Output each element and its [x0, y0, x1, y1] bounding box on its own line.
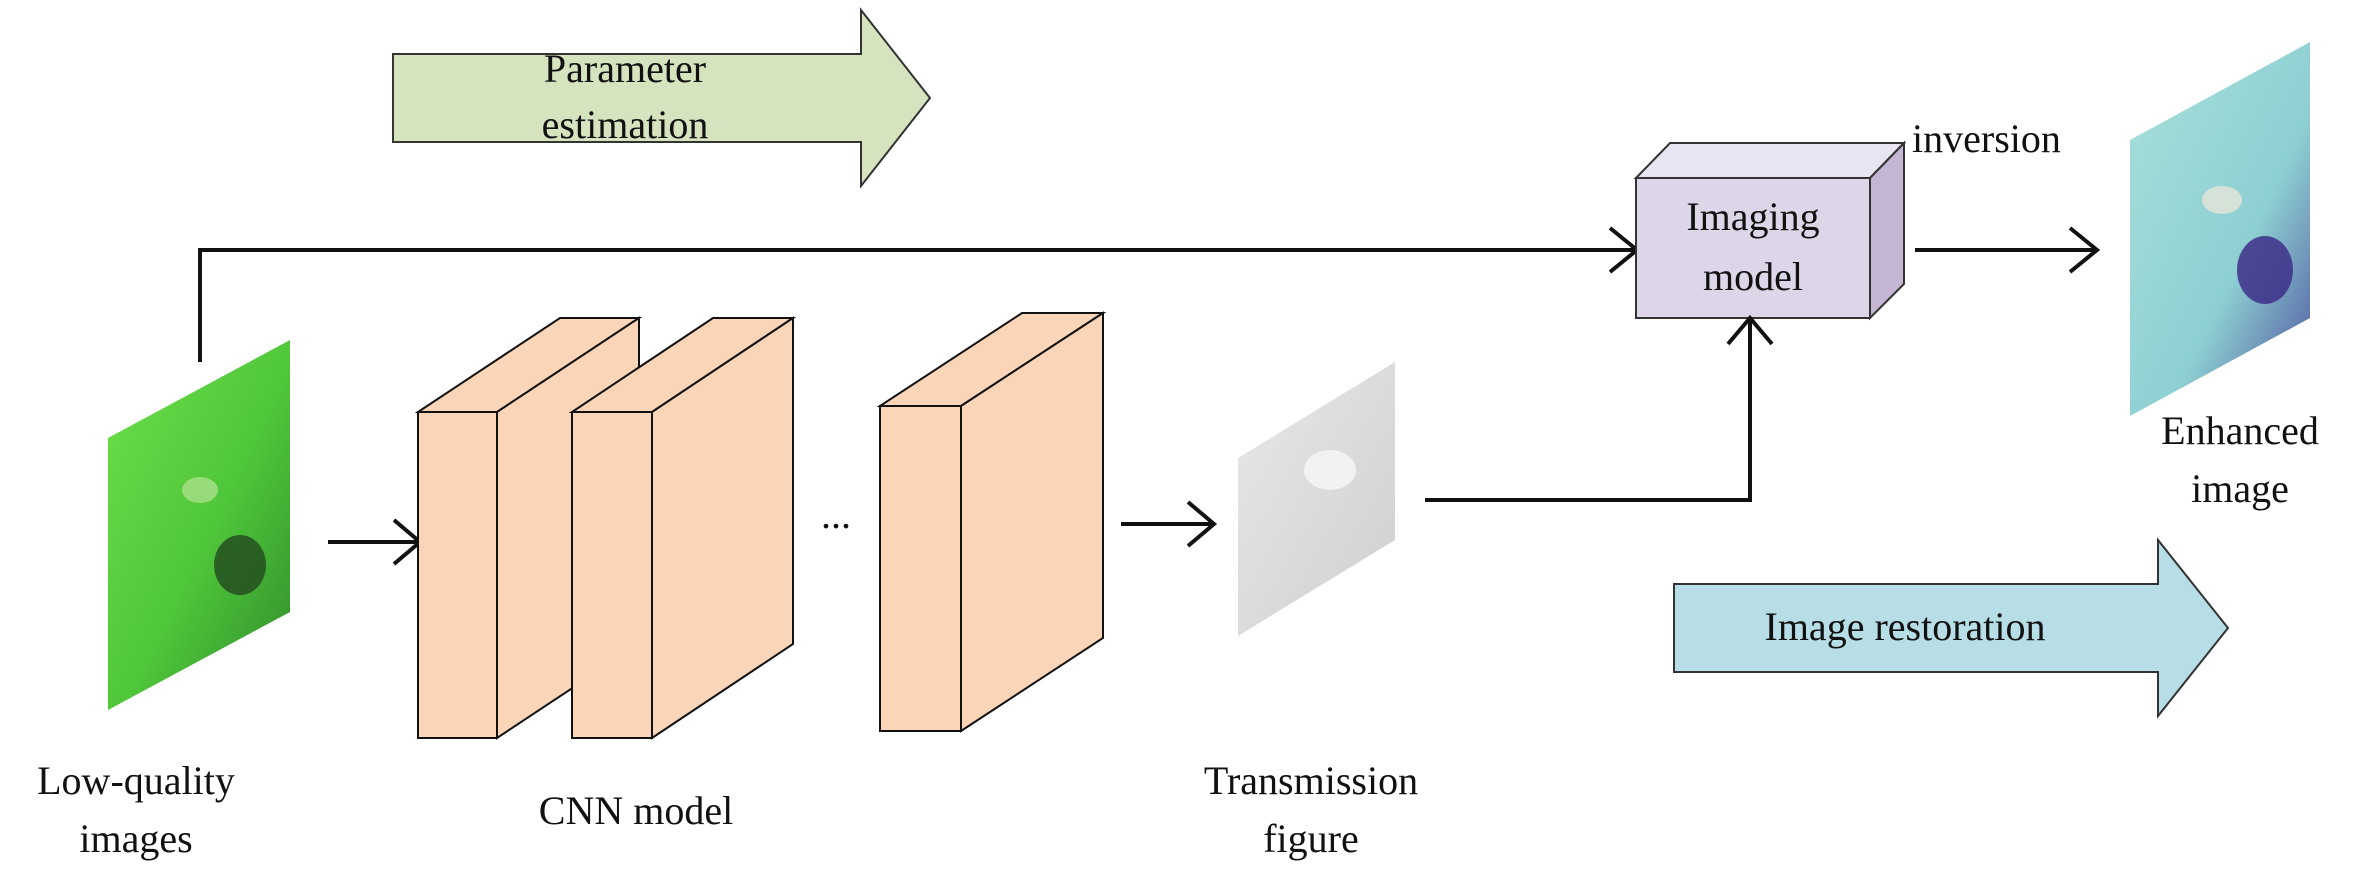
- imaging-label-line1: Imaging: [1686, 194, 1819, 239]
- low-quality-image-urchin: [214, 535, 266, 595]
- transmission-figure-shape: [1238, 362, 1395, 636]
- transmission-connector: [1425, 314, 1774, 502]
- low-quality-image: Low-quality images: [37, 340, 290, 861]
- imaging-box-front: [1635, 177, 1871, 319]
- transmission-label-line2: figure: [1263, 816, 1359, 861]
- output-arrow: [1915, 226, 2101, 274]
- low-quality-image-shell: [182, 477, 218, 503]
- parameter-label-line2: estimation: [542, 102, 709, 147]
- transmission-figure: Transmission figure: [1204, 362, 1418, 861]
- parameter-label-line1: Parameter: [544, 46, 706, 91]
- cnn-block-2-front: [571, 411, 653, 739]
- enhanced-image-shell: [2202, 186, 2242, 214]
- enhanced-label-line1: Enhanced: [2161, 408, 2319, 453]
- transmission-arrow: [1121, 500, 1218, 548]
- low-quality-image-shape: [108, 340, 290, 710]
- transmission-arrow-head: [1186, 500, 1218, 548]
- transmission-connector-line: [1425, 320, 1752, 502]
- enhanced-image-urchin: [2237, 236, 2293, 304]
- imaging-box-top: [1633, 142, 1907, 179]
- restoration-label: Image restoration: [1765, 604, 2046, 649]
- cnn-block-3-front: [879, 405, 962, 732]
- image-restoration-arrow: Image restoration: [1673, 537, 2230, 719]
- cnn-input-arrow: [328, 518, 424, 566]
- transmission-figure-blob: [1304, 450, 1356, 490]
- transmission-label-line1: Transmission: [1204, 758, 1418, 803]
- enhanced-image-shape: [2130, 42, 2310, 416]
- cnn-model-label: CNN model: [539, 788, 733, 833]
- enhanced-label-line2: image: [2191, 466, 2289, 511]
- parameter-arrow-shape: [392, 7, 932, 189]
- restoration-arrow-shape: [1673, 537, 2230, 719]
- output-arrow-head: [2068, 226, 2101, 274]
- cnn-block-2: [568, 316, 797, 740]
- cnn-block-1-front: [417, 411, 498, 739]
- imaging-model-box: Imaging model: [1633, 140, 1907, 321]
- imaging-label-line2: model: [1703, 254, 1803, 299]
- transmission-connector-head: [1726, 314, 1774, 346]
- enhanced-image: Enhanced image: [2130, 42, 2319, 511]
- parameter-estimation-arrow: Parameter estimation: [392, 7, 932, 189]
- top-connector: [198, 226, 1641, 362]
- cnn-block-3: [876, 311, 1107, 733]
- inversion-label: inversion: [1912, 116, 2061, 161]
- low-quality-label-line1: Low-quality: [37, 758, 235, 803]
- cnn-ellipsis: ...: [821, 492, 851, 537]
- low-quality-label-line2: images: [79, 816, 192, 861]
- top-connector-line: [198, 248, 1635, 362]
